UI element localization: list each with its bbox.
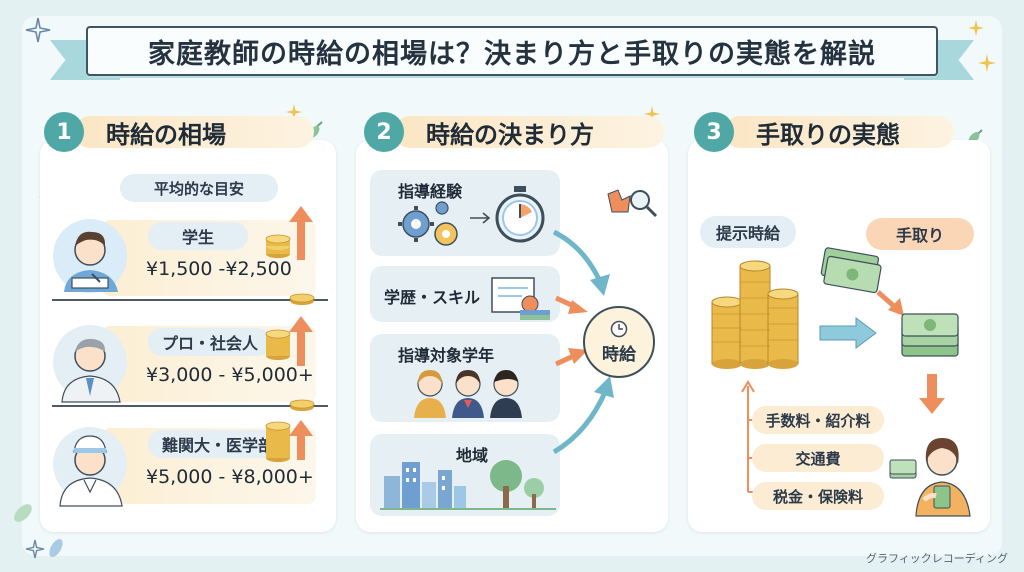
section-heading-3: 3 手取りの実態 [694, 112, 974, 152]
coin-stack-icon [265, 421, 291, 462]
section-heading-1: 1 時給の相場 [44, 112, 314, 152]
section-number: 3 [694, 112, 734, 152]
certificate-icon [491, 277, 550, 320]
tier-price: ¥1,500 -¥2,500 [146, 258, 292, 280]
section-title: 時給の相場 [106, 120, 226, 149]
average-guide-label: 平均的な目安 [120, 174, 278, 202]
sparkle-icon [25, 17, 51, 43]
factor-label: 地域 [456, 446, 489, 465]
tier-professional: プロ・社会人 ¥3,000 - ¥5,000+ [52, 316, 328, 411]
flow-arrow-icon [552, 229, 610, 296]
banknotes-stack-icon [901, 313, 959, 357]
arrow-down-icon [919, 374, 945, 414]
arrow-down-right-icon [876, 290, 904, 316]
divider [52, 405, 328, 407]
flow-arrow-icon [554, 295, 588, 314]
hourly-wage-result: 時給 [583, 306, 655, 378]
up-arrow-icon [289, 316, 313, 366]
take-home-label: 手取り [866, 218, 974, 250]
tier-student: 学生 ¥1,500 -¥2,500 [52, 206, 328, 305]
heading-highlight [74, 116, 314, 148]
stopwatch-icon [495, 186, 545, 243]
coin-icon [289, 399, 315, 411]
section-title: 時給の決まり方 [426, 120, 594, 149]
section-number: 1 [44, 112, 84, 152]
up-arrow-icon [289, 206, 313, 260]
factor-label: 指導対象学年 [398, 346, 495, 365]
up-arrow-icon [289, 420, 313, 460]
deduction-fees: 手数料・紹介料 [752, 406, 884, 434]
flow-arrow-icon [552, 376, 614, 455]
tier-label: プロ・社会人 [148, 328, 273, 356]
coin-stack-icon [265, 329, 291, 360]
coin-stack-icon [265, 234, 291, 258]
deduction-tax-insurance: 税金・保険料 [752, 482, 884, 510]
leaf-icon [49, 538, 63, 558]
city-icon [380, 460, 556, 510]
deduction-bracket [741, 380, 755, 493]
banknotes-icon [820, 247, 882, 294]
cash-icon [889, 459, 917, 479]
factor-label: 学歴・スキル [384, 288, 481, 307]
sparkle-icon [644, 106, 660, 122]
heading-highlight [394, 116, 664, 148]
deduction-transport: 交通費 [752, 444, 884, 472]
student-avatar-icon [53, 219, 127, 293]
result-label: 時給 [602, 344, 636, 365]
coin-pile-icon [711, 260, 799, 369]
arrow-right-icon [470, 212, 491, 224]
flow-arrow-icon [554, 348, 588, 367]
magnifier-icon [630, 190, 658, 218]
section-number: 2 [364, 112, 404, 152]
clock-icon [610, 320, 628, 337]
sparkle-icon [978, 54, 996, 72]
tutor-woman-icon [915, 438, 971, 517]
gears-icon [398, 201, 458, 246]
section-title: 手取りの実態 [756, 120, 900, 149]
doctor-avatar-icon [53, 427, 127, 507]
factor-label: 指導経験 [398, 182, 463, 201]
sparkle-icon [25, 539, 45, 559]
offered-wage-label: 提示時給 [700, 216, 797, 248]
tier-label: 難関大・医学部 [148, 430, 289, 458]
tier-price: ¥3,000 - ¥5,000+ [146, 364, 314, 386]
students-icon [414, 370, 522, 418]
sparkle-icon [968, 20, 984, 36]
section-heading-2: 2 時給の決まり方 [364, 112, 664, 152]
tier-price: ¥5,000 - ¥8,000+ [146, 466, 314, 488]
arrow-right-icon [819, 317, 877, 349]
tier-top-university: 難関大・医学部 ¥5,000 - ¥8,000+ [52, 420, 328, 512]
credit-text: グラフィックレコーディング [865, 552, 1008, 565]
divider [52, 299, 328, 301]
coin-icon [289, 293, 315, 305]
hand-icon [607, 189, 631, 213]
professional-avatar-icon [53, 325, 127, 403]
heading-highlight [724, 116, 954, 148]
tier-label: 学生 [148, 222, 248, 250]
leaf-icon [14, 504, 32, 522]
page-title: 家庭教師の時給の相場は？決まり方と手取りの実態を解説 [86, 26, 938, 76]
sparkle-icon [286, 104, 302, 120]
